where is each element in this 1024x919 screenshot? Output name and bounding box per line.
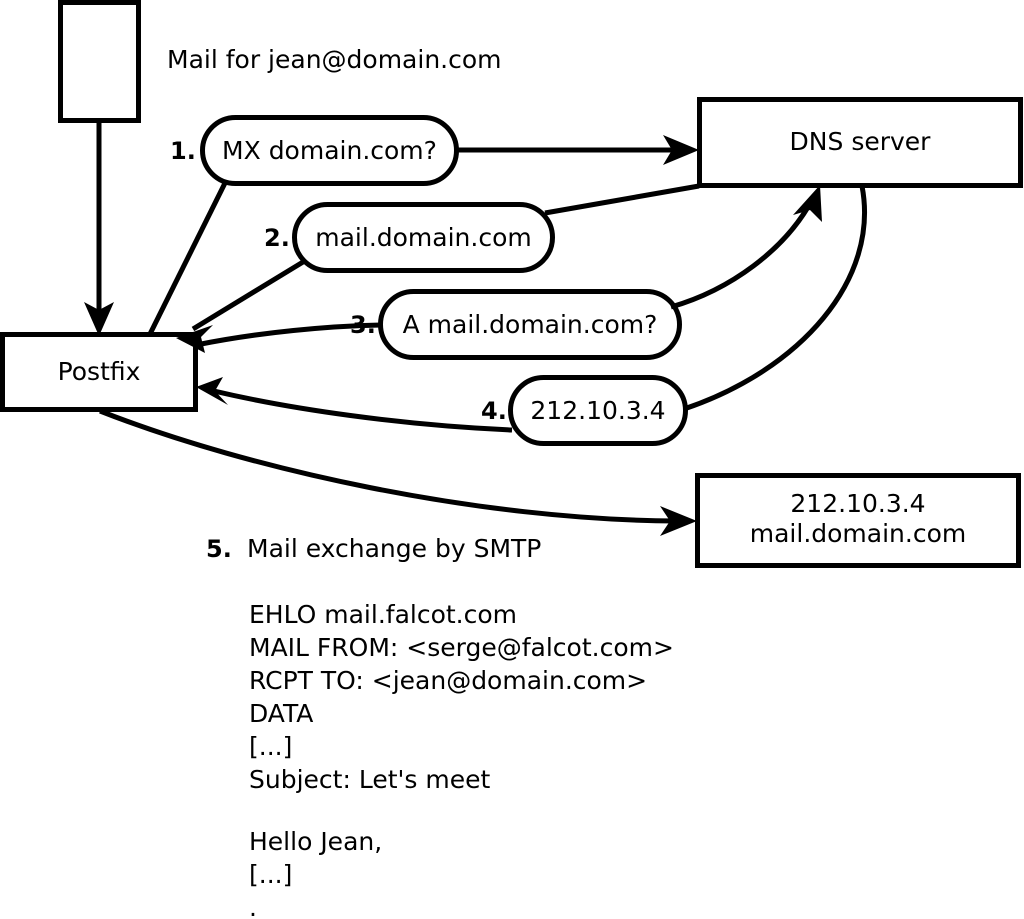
step-1-label: MX domain.com?: [222, 136, 437, 165]
step-1-number: 1.: [170, 137, 196, 165]
edge-step3-to-dns: [670, 198, 815, 310]
postfix-label: Postfix: [57, 357, 141, 386]
edge-step1-arrowhead: [663, 135, 699, 165]
step-5-number: 5.: [206, 535, 232, 563]
step-2-label: mail.domain.com: [315, 223, 532, 252]
step-3-label: A mail.domain.com?: [402, 310, 658, 339]
edge-step4-from-dns: [683, 185, 867, 412]
edge-step2-arrowhead: [176, 325, 213, 353]
edge-step3-from-postfix: [195, 322, 382, 348]
smtp-transcript-line: EHLO mail.falcot.com: [249, 600, 518, 629]
step-5-label: Mail exchange by SMTP: [247, 534, 542, 563]
smtp-transcript-line: RCPT TO: <jean@domain.com>: [249, 666, 648, 695]
message-body-line: [...]: [249, 860, 293, 889]
edge-step1-tail: [147, 179, 229, 336]
message-body-line: Hello Jean,: [249, 827, 383, 856]
message-body-line: .: [249, 893, 257, 919]
edge-step2-to-postfix: [191, 259, 305, 332]
dns-server-label: DNS server: [789, 127, 931, 156]
edge-step2-from-dns: [544, 183, 700, 216]
postfix-box: [0, 332, 198, 412]
step-4-number: 4.: [481, 397, 507, 425]
target-server-label-line2: mail.domain.com: [749, 519, 967, 548]
edge-step5-to-target: [99, 408, 677, 524]
edge-step4-arrowhead: [196, 377, 228, 405]
smtp-transcript-line: Subject: Let's meet: [249, 765, 491, 794]
target-server-box: [695, 473, 1021, 568]
edge-step3-arrowhead: [793, 185, 822, 222]
step-3-number: 3.: [350, 311, 376, 339]
edge-step4-to-postfix: [213, 388, 513, 433]
target-server-label-line1: 212.10.3.4: [790, 489, 926, 518]
smtp-transcript-line: [...]: [249, 732, 293, 761]
dns-server-box: [697, 97, 1023, 188]
smtp-transcript-line: DATA: [249, 699, 314, 728]
diagram-title: Mail for jean@domain.com: [167, 45, 502, 74]
edge-step5-arrowhead: [660, 506, 697, 536]
smtp-transcript-line: MAIL FROM: <serge@falcot.com>: [249, 633, 674, 662]
step-4-label: 212.10.3.4: [530, 396, 666, 425]
step-2-bubble: [292, 202, 555, 273]
edge-client-to-postfix-arrowhead: [84, 302, 114, 336]
step-1-bubble: [200, 115, 459, 186]
mail-client-box: [58, 0, 141, 123]
step-2-number: 2.: [264, 224, 290, 252]
